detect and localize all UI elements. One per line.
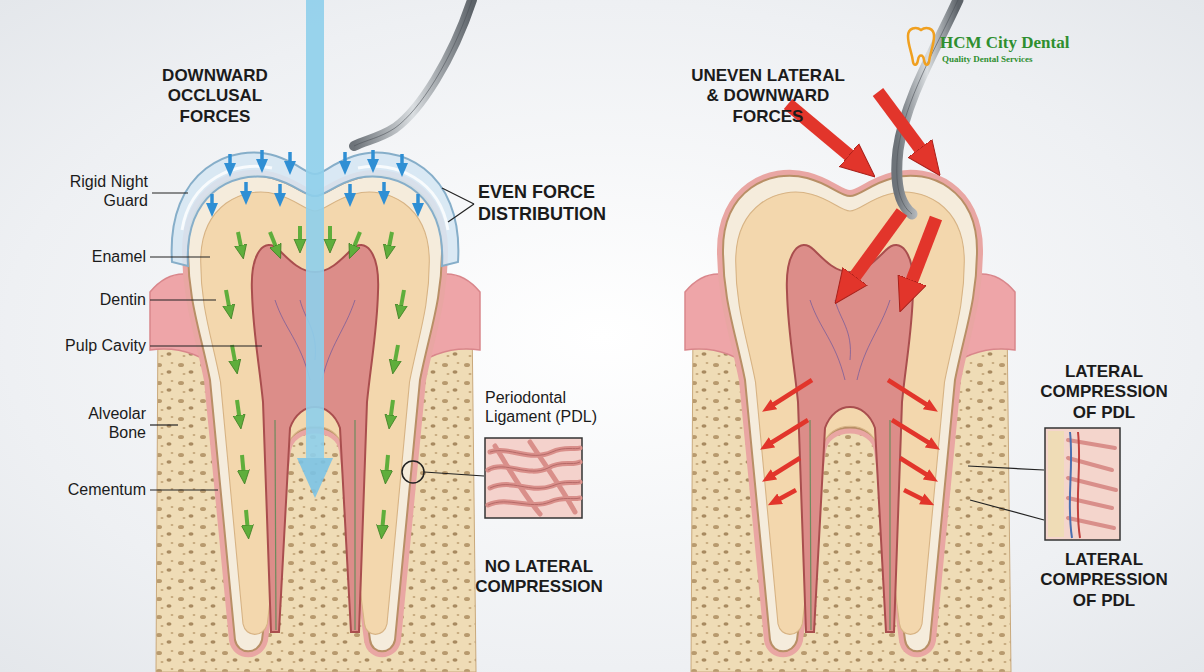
- callout-note: LATERAL COMPRESSION OF PDL: [1034, 362, 1174, 423]
- part-name: Cementum: [30, 480, 146, 499]
- part-name: Dentin: [40, 290, 146, 309]
- callout-note: LATERAL COMPRESSION OF PDL: [1034, 550, 1174, 611]
- callout-note: NO LATERAL COMPRESSION: [466, 557, 612, 598]
- force-title: DOWNWARD OCCLUSAL FORCES: [150, 66, 280, 127]
- part-name: Pulp Cavity: [30, 336, 146, 355]
- brand-name: HCM City Dental: [940, 33, 1080, 53]
- part-name: Alveolar Bone: [70, 404, 146, 442]
- part-name: Periodontal Ligament (PDL): [485, 388, 615, 426]
- part-name: Enamel: [40, 247, 146, 266]
- callout-note: EVEN FORCE DISTRIBUTION: [478, 182, 626, 225]
- part-name: Rigid Night Guard: [30, 172, 148, 210]
- force-title: UNEVEN LATERAL & DOWNWARD FORCES: [686, 66, 850, 127]
- brand-tagline: Quality Dental Services: [942, 54, 1082, 65]
